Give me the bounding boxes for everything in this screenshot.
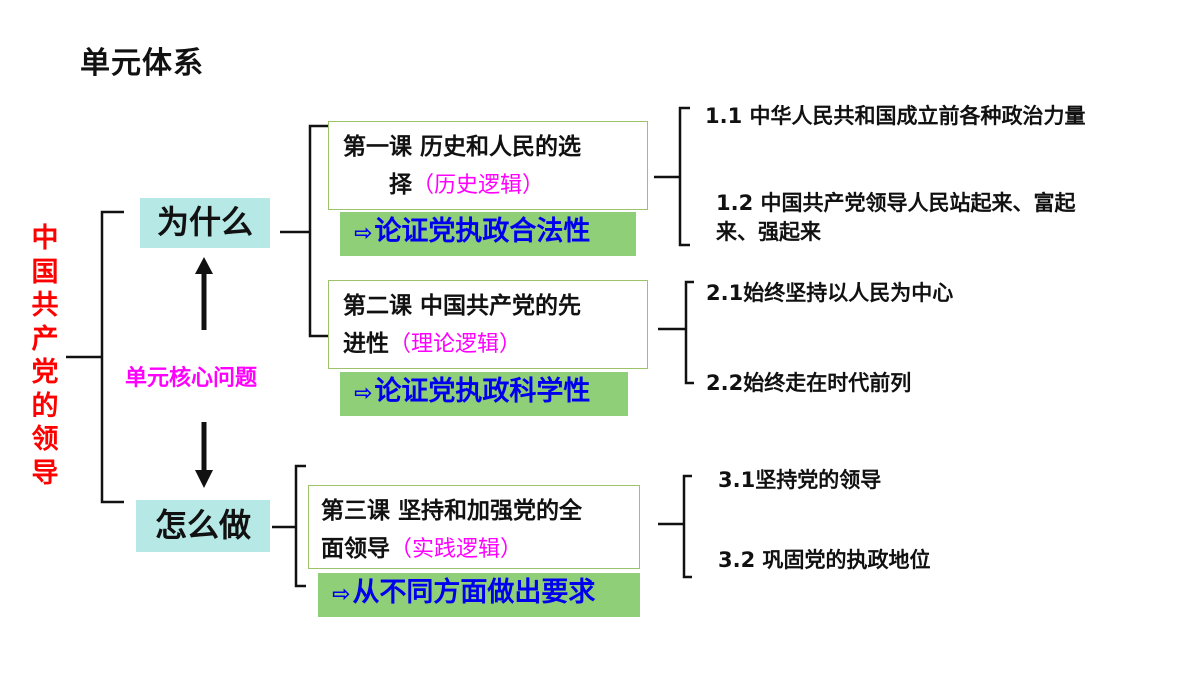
lesson-2-badge-text: 论证党执政科学性 bbox=[374, 376, 591, 407]
lesson3-bracket bbox=[682, 474, 692, 579]
point-2-1: 2.1始终坚持以人民为中心 bbox=[706, 281, 954, 305]
point-1-2: 1.2 中国共产党领导人民站起来、富起 来、强起来 bbox=[716, 189, 1076, 247]
lesson-2-title-line1: 第二课 中国共产党的先 bbox=[343, 293, 582, 319]
lesson-1-box: 第一课 历史和人民的选 择（历史逻辑） bbox=[328, 121, 648, 210]
root-bracket bbox=[100, 210, 124, 504]
lesson-2-box: 第二课 中国共产党的先 进性（理论逻辑） bbox=[328, 280, 648, 369]
lesson-1-badge: ⇨论证党执政合法性 bbox=[340, 212, 636, 256]
lesson-1-title-line2: 择 bbox=[389, 172, 412, 198]
down-arrow-icon bbox=[195, 422, 213, 488]
lesson-2-title-line2: 进性 bbox=[343, 331, 389, 357]
lesson-2-badge: ⇨论证党执政科学性 bbox=[340, 372, 628, 416]
lesson-3-box: 第三课 坚持和加强党的全 面领导（实践逻辑） bbox=[308, 485, 640, 569]
question-why: 为什么 bbox=[140, 198, 270, 248]
page-title: 单元体系 bbox=[80, 46, 204, 81]
point-2-2: 2.2始终走在时代前列 bbox=[706, 371, 912, 395]
lesson1-bracket bbox=[678, 106, 690, 247]
question-how: 怎么做 bbox=[136, 500, 270, 552]
how-bracket bbox=[294, 464, 306, 588]
outline-right-arrow-icon: ⇨ bbox=[354, 221, 373, 246]
lesson2-bracket bbox=[684, 280, 694, 385]
point-1-2-line2: 来、强起来 bbox=[716, 220, 821, 244]
lesson-3-title-line2: 面领导 bbox=[321, 536, 390, 562]
lesson-3-title-line1: 第三课 坚持和加强党的全 bbox=[321, 498, 583, 524]
outline-right-arrow-icon: ⇨ bbox=[332, 582, 351, 607]
core-question-label: 单元核心问题 bbox=[125, 366, 258, 391]
up-arrow-icon bbox=[195, 257, 213, 330]
point-3-2: 3.2 巩固党的执政地位 bbox=[718, 548, 931, 572]
point-3-1: 3.1坚持党的领导 bbox=[718, 468, 882, 492]
lesson-1-badge-text: 论证党执政合法性 bbox=[374, 216, 591, 247]
lesson-2-logic: （理论逻辑） bbox=[389, 332, 522, 357]
lesson-3-badge-text: 从不同方面做出要求 bbox=[352, 577, 596, 608]
why-bracket bbox=[308, 124, 328, 338]
point-1-1: 1.1 中华人民共和国成立前各种政治力量 bbox=[705, 104, 1086, 128]
lesson-1-logic: （历史逻辑） bbox=[412, 173, 545, 198]
point-1-2-line1: 1.2 中国共产党领导人民站起来、富起 bbox=[716, 191, 1076, 215]
outline-right-arrow-icon: ⇨ bbox=[354, 381, 373, 406]
lesson-3-logic: （实践逻辑） bbox=[390, 537, 523, 562]
lesson-1-title-line1: 第一课 历史和人民的选 bbox=[343, 134, 582, 160]
root-topic: 中国共产党的领导 bbox=[31, 223, 59, 489]
lesson-3-badge: ⇨从不同方面做出要求 bbox=[318, 573, 640, 617]
